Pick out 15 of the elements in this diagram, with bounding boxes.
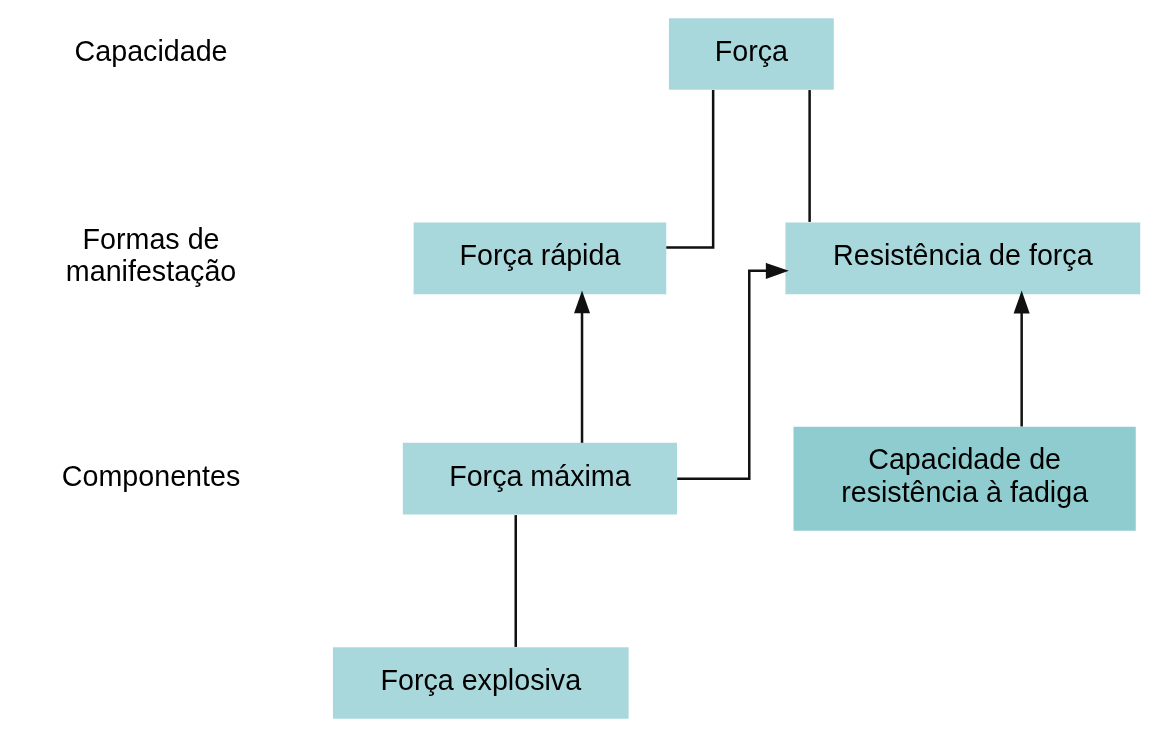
arrow (1013, 290, 1030, 426)
arrow (677, 262, 789, 480)
label: Formas de manifestação (65, 222, 237, 287)
node-box: Capacidade de resistência à fadiga (793, 426, 1136, 531)
connector (666, 89, 715, 249)
node-box: Resistência de força (785, 221, 1141, 294)
connector (514, 514, 517, 647)
label: Capacidade (74, 34, 228, 67)
node-box: Força rápida (413, 221, 667, 294)
node-box: Força explosiva (332, 646, 629, 719)
node-box: Força (668, 17, 834, 90)
label: Componentes (61, 459, 241, 492)
arrow (574, 289, 591, 443)
connector (808, 89, 811, 222)
node-box: Força máxima (402, 442, 677, 515)
